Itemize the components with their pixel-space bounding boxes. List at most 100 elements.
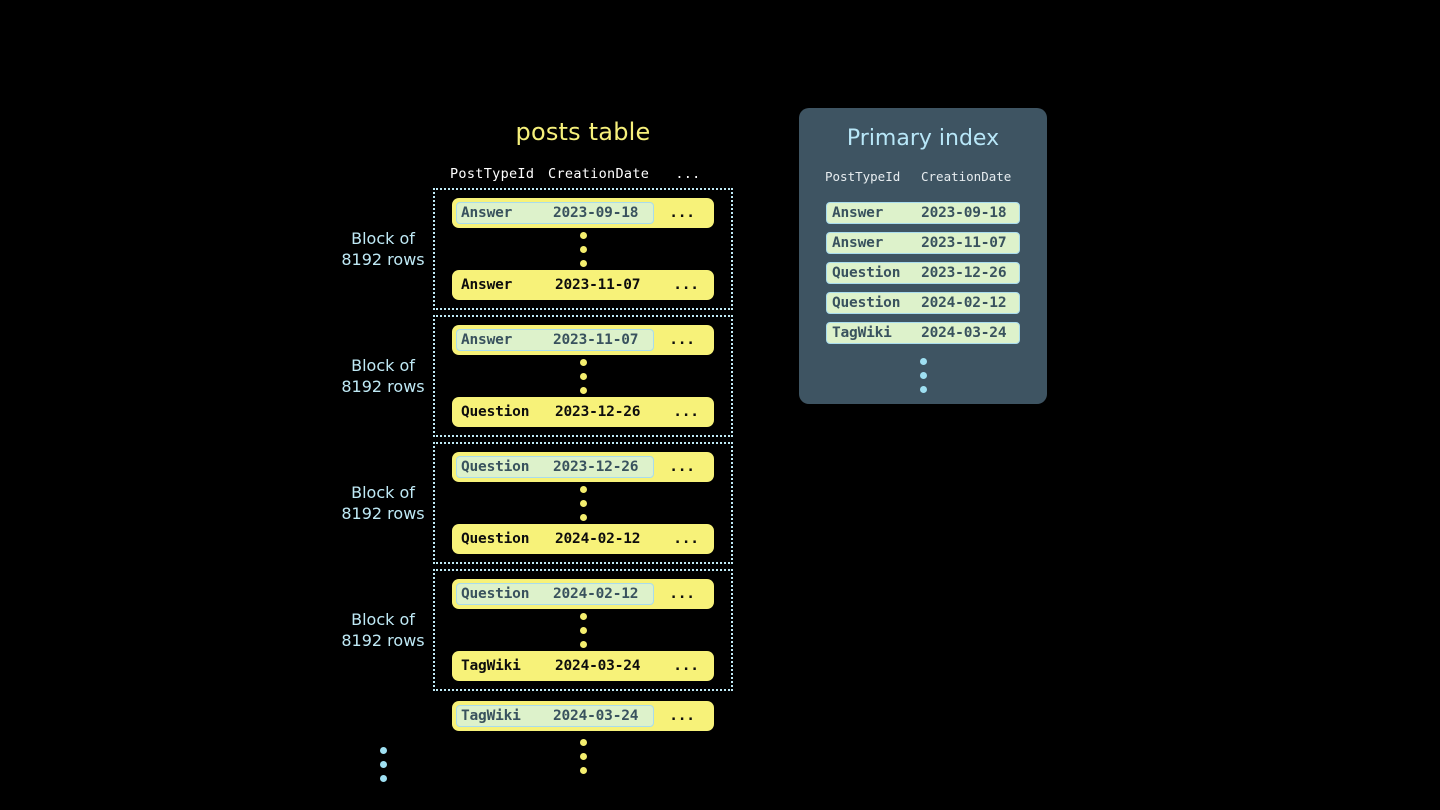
cell-posttypeid: Answer (832, 235, 884, 251)
cell-creationdate: 2024-03-24 (555, 658, 641, 674)
cell-creationdate: 2023-11-07 (921, 235, 1007, 251)
cell-posttypeid: TagWiki (461, 658, 521, 674)
cell-more: ... (669, 708, 695, 724)
table-continues-indicator (333, 735, 733, 785)
column-header-posttypeid: PostTypeId (825, 169, 901, 184)
granule-block: Block of 8192 rows Question 2024-02-12 .… (333, 569, 733, 691)
cell-posttypeid: Question (461, 404, 530, 420)
cell-posttypeid: TagWiki (461, 708, 521, 724)
row-key-plain: Question 2024-02-12 (456, 528, 658, 550)
block-label-line-2: 8192 rows (341, 377, 425, 396)
cell-creationdate: 2024-03-24 (921, 325, 1007, 341)
table-row[interactable]: Question 2023-12-26 ... (452, 452, 714, 482)
table-row[interactable]: TagWiki 2024-03-24 ... (452, 701, 714, 731)
posts-table-column-headers: PostTypeId CreationDate ... (433, 166, 733, 182)
block-label-line-2: 8192 rows (341, 631, 425, 650)
block-label: Block of 8192 rows (333, 482, 433, 524)
primary-index-column-headers: PostTypeId CreationDate (799, 169, 1047, 184)
block-label: Block of 8192 rows (333, 228, 433, 270)
block-label-line-2: 8192 rows (341, 504, 425, 523)
cell-creationdate: 2024-02-12 (555, 531, 641, 547)
primary-index-rows: Answer 2023-09-18 Answer 2023-11-07 Ques… (799, 202, 1047, 344)
column-header-creationdate: CreationDate (921, 169, 1012, 184)
cell-more: ... (673, 404, 699, 420)
index-mark-row[interactable]: Answer 2023-09-18 (826, 202, 1020, 224)
cell-posttypeid: Question (461, 459, 530, 475)
cell-posttypeid: Answer (832, 205, 884, 221)
cell-creationdate: 2023-11-07 (553, 332, 639, 348)
index-mark-row[interactable]: Answer 2023-11-07 (826, 232, 1020, 254)
granule-block: Block of 8192 rows Answer 2023-11-07 ...… (333, 315, 733, 437)
row-key-plain: Question 2023-12-26 (456, 401, 658, 423)
cell-creationdate: 2023-12-26 (921, 265, 1007, 281)
trailing-row-wrapper: TagWiki 2024-03-24 ... (333, 691, 733, 733)
table-row[interactable]: Answer 2023-11-07 ... (452, 270, 714, 300)
table-row[interactable]: Question 2023-12-26 ... (452, 397, 714, 427)
block-boundary-box: Question 2023-12-26 ... Question 2024-02… (433, 442, 733, 564)
row-key-highlight: TagWiki 2024-03-24 (456, 705, 654, 727)
table-row[interactable]: TagWiki 2024-03-24 ... (452, 651, 714, 681)
block-boundary-box: Answer 2023-11-07 ... Question 2023-12-2… (433, 315, 733, 437)
posts-table-title: posts table (515, 118, 651, 146)
granule-block: Block of 8192 rows Answer 2023-09-18 ...… (333, 188, 733, 310)
row-key-highlight: Question 2024-02-12 (456, 583, 654, 605)
column-header-creationdate: CreationDate (548, 166, 650, 182)
trailing-row-area: TagWiki 2024-03-24 ... (433, 691, 733, 733)
cell-posttypeid: Question (461, 531, 530, 547)
table-row[interactable]: Answer 2023-11-07 ... (452, 325, 714, 355)
block-label-line-1: Block of (351, 610, 415, 629)
cell-posttypeid: Question (461, 586, 530, 602)
vertical-ellipsis-icon (435, 482, 731, 524)
table-row[interactable]: Question 2024-02-12 ... (452, 524, 714, 554)
cell-more: ... (669, 332, 695, 348)
row-key-highlight: Answer 2023-09-18 (456, 202, 654, 224)
cell-more: ... (673, 277, 699, 293)
vertical-ellipsis-icon (435, 228, 731, 270)
vertical-ellipsis-icon (919, 355, 927, 395)
cell-creationdate: 2023-09-18 (553, 205, 639, 221)
vertical-ellipsis-icon (435, 609, 731, 651)
cell-creationdate: 2023-09-18 (921, 205, 1007, 221)
vertical-ellipsis-icon (379, 743, 387, 785)
primary-index-panel: Primary index PostTypeId CreationDate An… (799, 108, 1047, 404)
block-label: Block of 8192 rows (333, 609, 433, 651)
cell-creationdate: 2024-02-12 (921, 295, 1007, 311)
cell-more: ... (669, 205, 695, 221)
cell-creationdate: 2023-12-26 (555, 404, 641, 420)
table-row[interactable]: Answer 2023-09-18 ... (452, 198, 714, 228)
cell-more: ... (673, 531, 699, 547)
block-boundary-box: Answer 2023-09-18 ... Answer 2023-11-07 … (433, 188, 733, 310)
cell-more: ... (673, 658, 699, 674)
cell-posttypeid: Question (832, 265, 901, 281)
cell-posttypeid: Answer (461, 277, 513, 293)
cell-posttypeid: Answer (461, 205, 513, 221)
block-label-line-1: Block of (351, 483, 415, 502)
cell-posttypeid: TagWiki (832, 325, 892, 341)
cell-creationdate: 2024-02-12 (553, 586, 639, 602)
column-header-more: ... (675, 166, 701, 182)
block-label-line-1: Block of (351, 229, 415, 248)
block-boundary-box: Question 2024-02-12 ... TagWiki 2024-03-… (433, 569, 733, 691)
column-header-posttypeid: PostTypeId (450, 166, 535, 182)
row-key-highlight: Question 2023-12-26 (456, 456, 654, 478)
cell-more: ... (669, 586, 695, 602)
index-mark-row[interactable]: Question 2024-02-12 (826, 292, 1020, 314)
vertical-ellipsis-icon (435, 355, 731, 397)
row-key-plain: Answer 2023-11-07 (456, 274, 658, 296)
granule-block: Block of 8192 rows Question 2023-12-26 .… (333, 442, 733, 564)
center-ellipsis-slot (433, 735, 733, 777)
cell-creationdate: 2023-11-07 (555, 277, 641, 293)
block-label: Block of 8192 rows (333, 355, 433, 397)
block-label-line-2: 8192 rows (341, 250, 425, 269)
left-ellipsis-slot (333, 735, 433, 785)
index-mark-row[interactable]: TagWiki 2024-03-24 (826, 322, 1020, 344)
primary-index-continues-indicator (799, 355, 1047, 395)
table-row[interactable]: Question 2024-02-12 ... (452, 579, 714, 609)
index-mark-row[interactable]: Question 2023-12-26 (826, 262, 1020, 284)
cell-more: ... (669, 459, 695, 475)
cell-posttypeid: Answer (461, 332, 513, 348)
vertical-ellipsis-icon (579, 735, 587, 777)
row-key-highlight: Answer 2023-11-07 (456, 329, 654, 351)
primary-index-title: Primary index (846, 126, 1000, 151)
posts-table-blocks: Block of 8192 rows Answer 2023-09-18 ...… (333, 188, 733, 785)
